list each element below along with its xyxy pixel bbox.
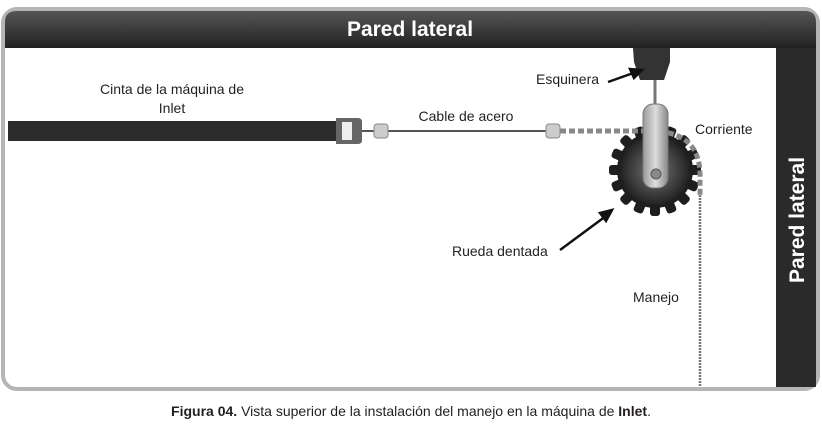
sprocket-tooth bbox=[676, 191, 690, 205]
strap-label-line2: Inlet bbox=[159, 100, 186, 116]
sprocket-tooth bbox=[650, 204, 660, 216]
figure-caption: Figura 04. Vista superior de la instalac… bbox=[171, 403, 651, 419]
caption-text: Vista superior de la instalación del man… bbox=[237, 403, 618, 419]
sprocket-tooth bbox=[611, 179, 625, 192]
top-wall-label: Pared lateral bbox=[347, 18, 473, 41]
sprocket-tooth bbox=[609, 165, 621, 175]
corner-bracket bbox=[633, 48, 670, 80]
caption-figure: Figura 04. bbox=[171, 403, 237, 419]
right-wall bbox=[776, 48, 816, 387]
frame bbox=[1, 7, 820, 391]
sprocket-tooth bbox=[685, 179, 699, 192]
strap bbox=[8, 121, 338, 141]
arrow-icon bbox=[597, 208, 615, 224]
sprocket-tooth bbox=[620, 191, 634, 205]
pulley-bracket bbox=[642, 103, 669, 189]
sprocket-label: Rueda dentada bbox=[452, 243, 548, 259]
corner-label: Esquinera bbox=[536, 71, 599, 87]
strap-label-line1: Cinta de la máquina de bbox=[100, 81, 244, 97]
sprocket-tooth bbox=[664, 200, 677, 214]
arrow-icon bbox=[559, 214, 607, 252]
top-wall bbox=[5, 11, 816, 48]
cable-ferrule bbox=[545, 123, 561, 139]
sprocket-tooth bbox=[633, 200, 646, 214]
caption-bold-end: Inlet bbox=[618, 403, 647, 419]
sprocket-tooth bbox=[611, 148, 625, 161]
right-wall-label: Pared lateral bbox=[786, 157, 809, 283]
cable-label: Cable de acero bbox=[419, 108, 514, 124]
pointer-arrows bbox=[559, 67, 645, 252]
arrow-icon bbox=[628, 67, 645, 81]
sprocket-tooth bbox=[620, 135, 634, 149]
cable-ferrule bbox=[373, 123, 389, 139]
caption-end: . bbox=[647, 403, 651, 419]
chain-label: Corriente bbox=[695, 121, 753, 137]
handle-label: Manejo bbox=[633, 289, 679, 305]
